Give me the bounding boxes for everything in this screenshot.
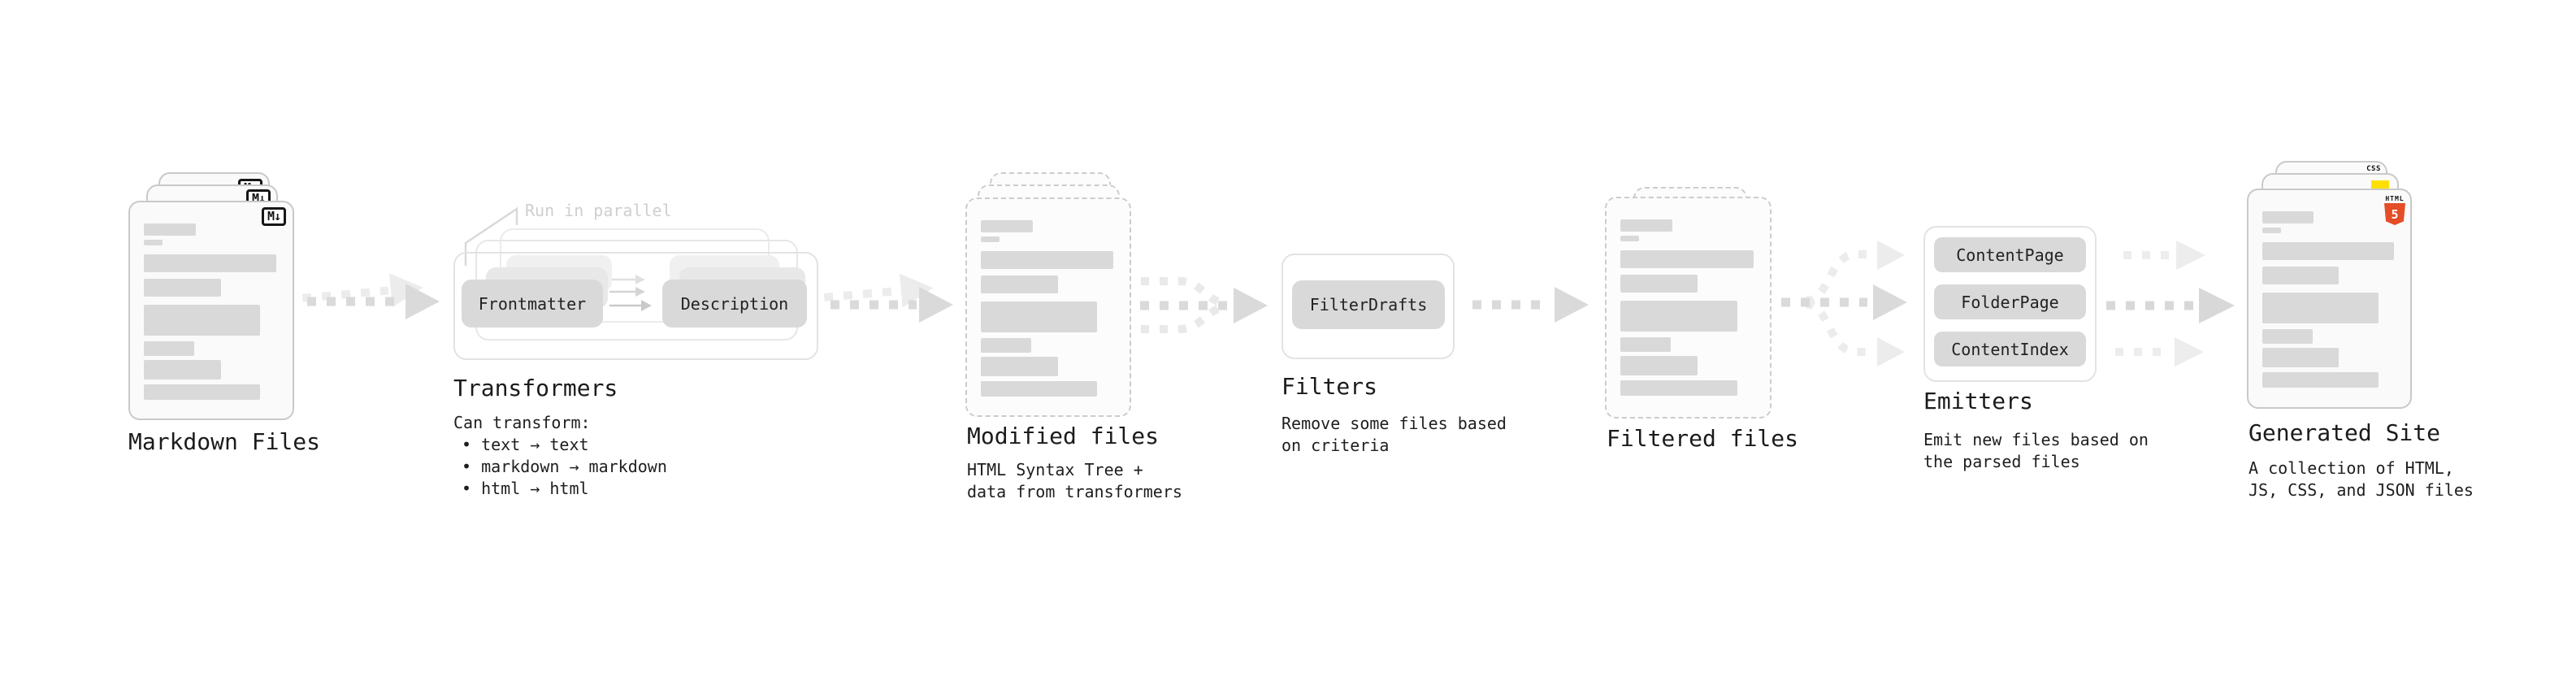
markdown-icon-text: M↓ [267,209,281,223]
placeholder-bar [2262,242,2394,260]
placeholder-bar [981,236,1000,242]
placeholder-bar [2262,211,2314,223]
placeholder-bar [144,305,261,336]
placeholder-bar [1620,236,1639,241]
emitters-label: Emitters [1923,388,2033,414]
emitter-box-folderpage: FolderPage [1934,284,2086,319]
emitter-box-contentindex: ContentIndex [1934,332,2086,367]
transformers-description: Can transform: • text → text • markdown … [453,412,667,500]
transformers-bullet: • markdown → markdown [462,457,667,476]
arrow-emitters-to-generated [2106,241,2235,367]
placeholder-bar [2262,372,2379,388]
file-content-placeholder [2262,211,2394,388]
file-content-placeholder [981,220,1113,397]
js-icon [2371,180,2389,189]
emitters-container [1923,226,2097,382]
transformer-layer-front [453,252,818,360]
markdown-files-label: Markdown Files [128,428,321,455]
file-content-placeholder [144,223,276,400]
description-line: data from transformers [967,482,1182,501]
placeholder-bar [144,384,261,400]
placeholder-bar [144,279,221,297]
transformers-bullet: • text → text [462,435,589,454]
filters-container [1281,254,1455,359]
transformers-label: Transformers [453,375,618,401]
description-line: A collection of HTML, [2249,458,2454,478]
placeholder-bar [144,341,194,356]
transformers-subtitle: Can transform: [453,413,591,432]
arrow-modified-to-filters [1140,277,1268,333]
placeholder-bar [1620,380,1738,396]
description-line: on criteria [1281,436,1390,455]
placeholder-bar [981,381,1098,397]
html5-icon: HTML 5 [2383,195,2406,225]
placeholder-bar [981,275,1058,293]
placeholder-bar [1620,356,1698,375]
markdown-icon: M↓ [261,207,286,226]
modified-files-description: HTML Syntax Tree + data from transformer… [967,459,1182,503]
file-content-placeholder [1620,219,1754,396]
filterdrafts-box: FilterDrafts [1292,280,1445,329]
placeholder-bar [981,251,1113,269]
description-line: Remove some files based [1281,414,1507,433]
markdown-file-card-front: M↓ [128,201,294,420]
placeholder-bar [2262,228,2281,233]
placeholder-bar [144,360,221,380]
emitters-description: Emit new files based on the parsed files [1923,429,2149,473]
arrow-filtered-to-emitters [1781,241,1907,367]
placeholder-bar [1620,301,1738,332]
filtered-file-card-front [1605,197,1772,419]
placeholder-bar [981,338,1031,353]
css3-icon-text: CSS [2366,165,2381,173]
placeholder-bar [981,357,1058,376]
placeholder-bar [1620,337,1672,352]
description-line: HTML Syntax Tree + [967,460,1143,479]
placeholder-bar [1620,250,1754,268]
arrow-transformers-to-modified [823,273,953,323]
placeholder-bar [2262,329,2313,344]
placeholder-bar [2262,293,2379,323]
placeholder-bar [144,254,276,272]
arrow-frontmatter-to-description [609,275,652,311]
run-in-parallel-label: Run in parallel [525,201,672,220]
filters-description: Remove some files based on criteria [1281,413,1507,457]
generated-file-card-front: HTML 5 [2247,189,2412,409]
placeholder-bar [981,301,1098,332]
generated-site-description: A collection of HTML, JS, CSS, and JSON … [2249,458,2474,501]
filtered-files-label: Filtered files [1607,425,1799,452]
placeholder-bar [1620,275,1698,293]
description-line: JS, CSS, and JSON files [2249,480,2474,500]
description-line: Emit new files based on [1923,430,2149,449]
emitter-box-contentpage: ContentPage [1934,237,2086,272]
generated-site-label: Generated Site [2249,419,2441,446]
description-box: Description [662,280,807,327]
placeholder-bar [2262,348,2339,367]
html5-icon-shield: 5 [2384,203,2405,225]
placeholder-bar [1620,219,1672,232]
arrow-markdown-to-transformers [301,273,440,319]
placeholder-bar [981,220,1033,232]
html5-icon-word: HTML [2385,195,2405,202]
placeholder-bar [144,240,163,245]
transformers-bullet: • html → html [462,479,589,498]
filters-label: Filters [1281,373,1378,400]
html5-icon-number: 5 [2391,206,2399,222]
modified-file-card-front [965,197,1131,417]
placeholder-bar [2262,267,2339,284]
frontmatter-box: Frontmatter [462,280,603,327]
modified-files-label: Modified files [967,423,1160,449]
arrow-filters-to-filtered [1472,287,1589,323]
description-line: the parsed files [1923,452,2080,471]
placeholder-bar [144,223,196,236]
